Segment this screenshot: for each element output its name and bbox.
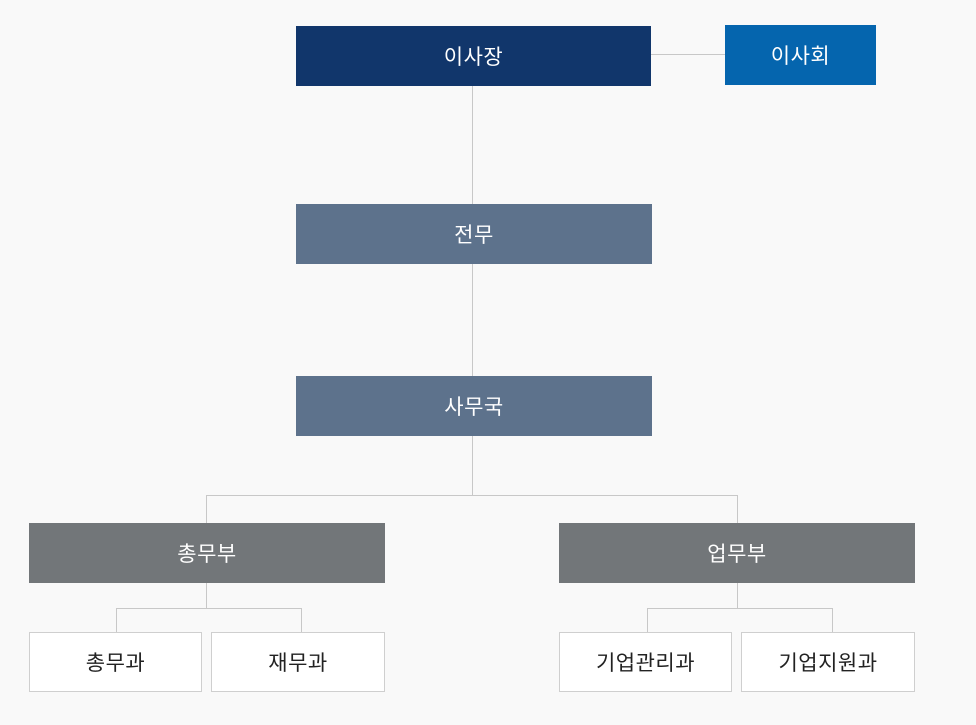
section-general-affairs-box: 총무과 [29,632,202,692]
executive-director-box: 전무 [296,204,652,264]
connector-secretariat-down [472,436,473,495]
connector-bus-left [206,495,207,523]
connector-right-section-a [647,608,648,632]
connector-right-section-bus [647,608,833,609]
connector-right-section-b [832,608,833,632]
chairman-box: 이사장 [296,26,651,86]
section-finance-box: 재무과 [211,632,385,692]
secretariat-box: 사무국 [296,376,652,436]
connector-left-section-b [301,608,302,632]
connector-left-section-bus [116,608,302,609]
division-general-affairs-box: 총무부 [29,523,385,583]
section-enterprise-management-box: 기업관리과 [559,632,732,692]
connector-right-division-down [737,583,738,608]
section-enterprise-support-box: 기업지원과 [741,632,915,692]
connector-left-division-down [206,583,207,608]
connector-executive-secretariat [472,264,473,376]
connector-chairman-executive [472,86,473,204]
division-operations-box: 업무부 [559,523,915,583]
connector-division-bus [206,495,738,496]
connector-chairman-board [651,54,725,55]
connector-left-section-a [116,608,117,632]
board-box: 이사회 [725,25,876,85]
connector-bus-right [737,495,738,523]
